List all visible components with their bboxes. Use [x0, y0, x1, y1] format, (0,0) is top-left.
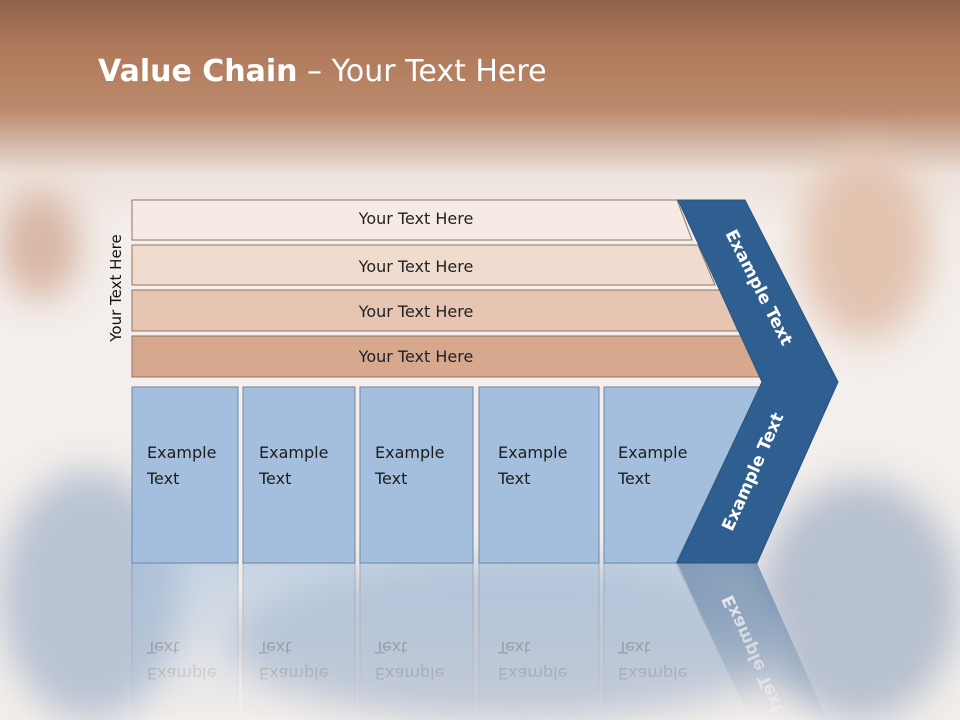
reflection-box [603, 562, 752, 720]
activity-box: Example Text [242, 386, 356, 564]
support-row: Your Text Here [131, 289, 739, 332]
support-row: Your Text Here [131, 199, 693, 241]
activity-box-line2: Text [617, 469, 650, 488]
activity-box-line1: Example [259, 443, 328, 462]
reflection-line2: Text [617, 638, 650, 657]
title-rest: – Your Text Here [297, 54, 547, 89]
reflection-box [359, 562, 474, 720]
activity-box-shape [242, 386, 356, 564]
reflection-box [131, 562, 239, 720]
reflection-line1: Example [618, 664, 687, 683]
support-row-shape [131, 244, 716, 286]
activity-box-line2: Text [497, 469, 530, 488]
activity-box-shape [359, 386, 474, 564]
reflection-line1: Example [498, 664, 567, 683]
support-row-label: Your Text Here [358, 209, 474, 228]
support-row-label: Your Text Here [358, 302, 474, 321]
reflection-line2: Text [497, 638, 530, 657]
slide-title: Value Chain – Your Text Here [98, 54, 547, 89]
activity-box-line1: Example [375, 443, 444, 462]
reflection-line1: Example [147, 664, 216, 683]
reflection-line2: Text [146, 638, 179, 657]
support-row: Your Text Here [131, 244, 716, 286]
diagram-reflection: Example Text Example Text Example Text E… [131, 562, 828, 720]
support-row-label: Your Text Here [358, 347, 474, 366]
reflection-line1: Example [259, 664, 328, 683]
title-bold: Value Chain [98, 54, 298, 89]
reflection-line2: Text [374, 638, 407, 657]
activity-box-line1: Example [498, 443, 567, 462]
activity-box-line1: Example [618, 443, 687, 462]
activity-box: Example Text [603, 386, 761, 564]
support-row-shape [131, 199, 693, 241]
activity-box: Example Text [359, 386, 474, 564]
activity-box-shape [131, 386, 239, 564]
activity-box-shape [478, 386, 600, 564]
activity-box-line2: Text [258, 469, 291, 488]
reflection-box [478, 562, 600, 720]
activity-box-line2: Text [374, 469, 407, 488]
activity-box-line2: Text [146, 469, 179, 488]
reflection-line2: Text [258, 638, 291, 657]
background-photo-shape [800, 150, 930, 340]
activity-box-line1: Example [147, 443, 216, 462]
support-row: Your Text Here [131, 335, 764, 378]
reflection-box [242, 562, 356, 720]
activity-box: Example Text [131, 386, 239, 564]
reflection-line1: Example [375, 664, 444, 683]
activity-box: Example Text [478, 386, 600, 564]
background-photo-shape [0, 190, 80, 300]
support-row-label: Your Text Here [358, 257, 474, 276]
reflection-chevron [677, 563, 828, 720]
